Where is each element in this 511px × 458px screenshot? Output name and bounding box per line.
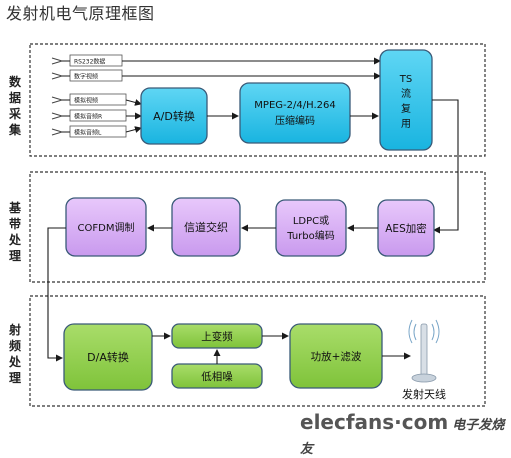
block-da-converter-label: D/A转换: [87, 350, 129, 364]
block-ad-converter-label: A/D转换: [153, 109, 195, 123]
block-channel-interleave-label: 信道交织: [184, 220, 228, 234]
block-ts-mux-line4: 用: [401, 119, 411, 130]
input-label-digital-video: 数字视频: [74, 73, 98, 81]
page-title: 发射机电气原理框图: [6, 4, 155, 23]
block-amplifier-filter-label: 功放+滤波: [311, 350, 362, 363]
block-mpeg-encoder-line1: MPEG-2/4/H.264: [254, 100, 335, 111]
block-da-converter: [63, 323, 153, 391]
block-cofdm-modulation: [65, 197, 147, 257]
block-diagram: RS232数据 数字视频 模拟视频 模拟音频R 模拟音频L A/D转换 MPEG…: [29, 43, 486, 407]
rf-arrows: [152, 332, 411, 364]
block-mpeg-encoder: [239, 82, 351, 144]
block-cofdm-modulation-label: COFDM调制: [78, 221, 135, 234]
block-ldpc-turbo-line2: Turbo编码: [286, 229, 335, 242]
watermark-brand: elecfans·com: [300, 410, 449, 434]
block-ldpc-turbo-line1: LDPC或: [293, 215, 329, 227]
section-label-rf: 射频处理: [8, 323, 21, 385]
connector-ts-to-aes: [432, 99, 459, 234]
section-box-baseband: [29, 171, 486, 283]
block-aes-encryption-label: AES加密: [385, 222, 427, 235]
antenna-icon: [408, 319, 440, 383]
block-ts-mux: [379, 49, 433, 151]
block-ts-mux-line1: TS: [399, 74, 412, 85]
section-label-data-acquisition: 数据采集: [8, 75, 21, 137]
section-box-data-acquisition: [29, 43, 486, 157]
input-label-analog-audio-r: 模拟音频R: [74, 113, 102, 121]
input-label-analog-video: 模拟视频: [74, 97, 98, 105]
block-low-phase-noise-label: 低相噪: [201, 370, 233, 383]
section-label-baseband: 基带处理: [8, 201, 21, 263]
input-signals: RS232数据 数字视频 模拟视频 模拟音频R 模拟音频L: [69, 54, 127, 138]
block-mpeg-encoder-line2: 压缩编码: [275, 114, 315, 127]
input-label-analog-audio-l: 模拟音频L: [74, 129, 102, 137]
antenna-label: 发射天线: [402, 387, 446, 401]
block-ts-mux-line2: 流: [401, 87, 411, 100]
connector-cofdm-to-da: [47, 227, 66, 362]
block-ts-mux-line3: 复: [401, 102, 411, 115]
input-arrows: [51, 57, 381, 136]
block-channel-interleave: [171, 197, 241, 257]
section-box-rf: [29, 295, 486, 407]
block-upconverter-label: 上变频: [201, 330, 233, 343]
input-label-rs232: RS232数据: [74, 58, 105, 66]
block-ldpc-turbo: [275, 199, 347, 257]
